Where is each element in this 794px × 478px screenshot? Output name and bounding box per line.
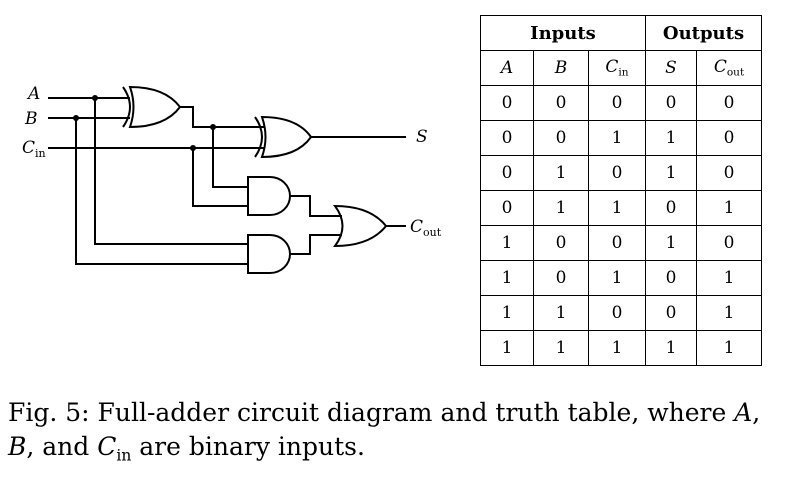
table-cell: 0 <box>645 85 697 121</box>
table-cell: 1 <box>588 190 646 226</box>
label-a: A <box>26 84 40 104</box>
column-header-a: A <box>480 50 534 86</box>
column-header-cout: Cout <box>696 50 762 86</box>
wire-and2-out <box>290 234 342 255</box>
junction-dot <box>73 115 79 121</box>
and-gate-1 <box>247 176 291 216</box>
table-cell: 1 <box>533 330 589 366</box>
wire-and1-out <box>290 195 342 217</box>
table-cell: 1 <box>588 120 646 156</box>
table-cell: 1 <box>533 295 589 331</box>
table-cell: 0 <box>480 120 534 156</box>
table-cell: 0 <box>645 295 697 331</box>
table-cell: 0 <box>588 295 646 331</box>
table-cell: 1 <box>696 295 762 331</box>
table-cell: 1 <box>696 190 762 226</box>
table-cell: 0 <box>696 85 762 121</box>
junction-dot <box>210 124 216 130</box>
table-cell: 0 <box>480 85 534 121</box>
table-cell: 1 <box>645 120 697 156</box>
full-adder-circuit: A B Cin S Cout <box>22 84 442 274</box>
table-cell: 1 <box>480 260 534 296</box>
figure-caption: Fig. 5: Full-adder circuit diagram and t… <box>8 398 761 465</box>
wire-and2-in2 <box>75 118 248 265</box>
table-cell: 1 <box>645 330 697 366</box>
group-header-inputs: Inputs <box>480 15 646 51</box>
column-header-b: B <box>533 50 589 86</box>
wire-xor1-out <box>180 106 264 128</box>
table-cell: 0 <box>480 190 534 226</box>
table-cell: 1 <box>696 260 762 296</box>
caption-var-a: A <box>734 398 753 427</box>
column-header-s: S <box>645 50 697 86</box>
table-cell: 1 <box>533 190 589 226</box>
junction-dot <box>190 145 196 151</box>
table-cell: 0 <box>533 260 589 296</box>
label-cout: Cout <box>410 217 442 239</box>
caption-var-b: B <box>8 432 27 461</box>
table-cell: 0 <box>696 155 762 191</box>
wire-and1-in1 <box>212 127 248 188</box>
xor-gate-1 <box>122 85 182 129</box>
table-cell: 0 <box>588 85 646 121</box>
column-header-cin: Cin <box>588 50 646 86</box>
or-gate <box>333 204 388 248</box>
table-cell: 0 <box>588 155 646 191</box>
table-cell: 0 <box>533 120 589 156</box>
label-sum: S <box>416 127 428 147</box>
column-header-row: A B Cin S Cout <box>480 50 762 86</box>
caption-var-cin: C <box>97 432 117 461</box>
table-cell: 0 <box>588 225 646 261</box>
table-cell: 1 <box>645 225 697 261</box>
table-cell: 0 <box>645 190 697 226</box>
table-cell: 1 <box>480 330 534 366</box>
label-b: B <box>24 109 38 129</box>
table-cell: 1 <box>696 330 762 366</box>
xor-gate-2 <box>254 115 313 159</box>
label-cin: Cin <box>22 138 46 160</box>
table-cell: 0 <box>696 120 762 156</box>
and-gate-2 <box>247 234 291 274</box>
table-cell: 0 <box>533 85 589 121</box>
table-cell: 1 <box>588 330 646 366</box>
wire-and1-in2 <box>192 148 248 207</box>
table-cell: 0 <box>645 260 697 296</box>
group-header-outputs: Outputs <box>645 15 762 51</box>
table-cell: 0 <box>696 225 762 261</box>
table-cell: 1 <box>480 225 534 261</box>
table-cell: 0 <box>480 155 534 191</box>
table-cell: 1 <box>480 295 534 331</box>
junction-dot <box>92 95 98 101</box>
wire-and2-in1 <box>94 98 248 245</box>
table-cell: 1 <box>588 260 646 296</box>
table-cell: 0 <box>533 225 589 261</box>
table-cell: 1 <box>533 155 589 191</box>
table-cell: 1 <box>645 155 697 191</box>
